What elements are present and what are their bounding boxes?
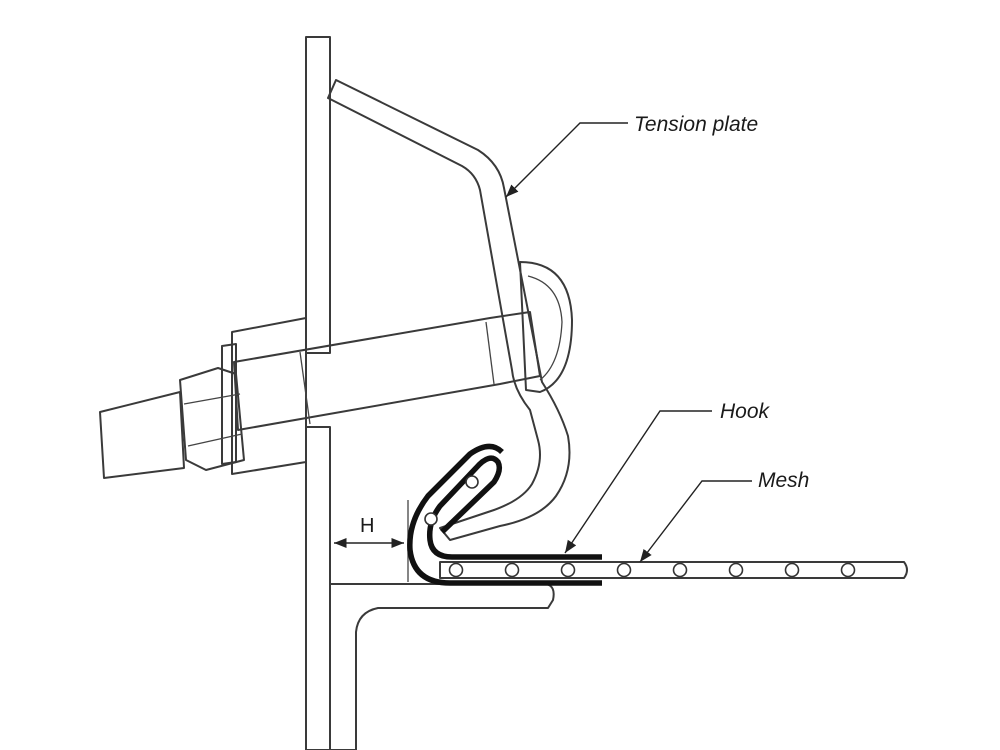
bolt-head [519,261,573,393]
hook-label: Hook [720,400,771,423]
wall-plate [305,36,331,750]
hook [407,443,602,586]
angle-bracket [329,583,555,750]
dimension-h-label: H [360,515,374,537]
tension-plate-label: Tension plate [634,113,758,136]
tension-plate [327,79,571,541]
dimension-h [334,500,409,582]
leader-lines [505,122,752,563]
mesh [439,561,908,579]
mesh-label: Mesh [758,469,809,492]
hex-nut [179,367,245,471]
washer [221,317,307,475]
